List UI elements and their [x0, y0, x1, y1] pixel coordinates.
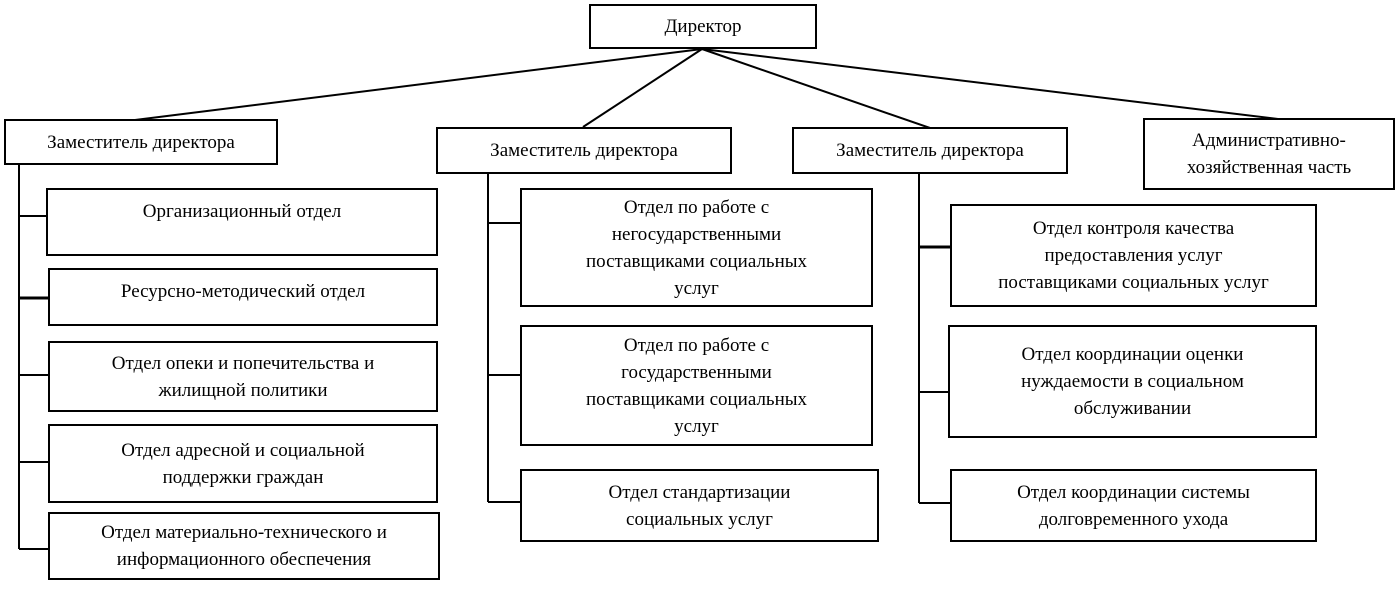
department-box: Отдел по работе с государственными поста… [520, 325, 873, 446]
admin-unit-label: Административно- хозяйственная часть [1186, 130, 1352, 178]
department-box: Отдел координации системы долговременног… [950, 469, 1317, 542]
director-label: Директор [664, 16, 742, 37]
department-label: Организационный отдел [142, 201, 342, 222]
department-label: Отдел материально-технического и информа… [101, 522, 387, 570]
connector-director-deputy-3 [701, 48, 931, 129]
department-label: Отдел адресной и социальной поддержки гр… [121, 439, 365, 488]
director-box: Директор [589, 4, 817, 49]
deputy-1-label: Заместитель директора [47, 131, 235, 153]
deputy-2-box: Заместитель директора [436, 127, 732, 174]
department-box: Организационный отдел [46, 188, 438, 256]
department-label: Отдел по работе с государственными поста… [585, 334, 808, 437]
department-box: Отдел опеки и попечительства и жилищной … [48, 341, 438, 412]
department-box: Отдел контроля качества предоставления у… [950, 204, 1317, 307]
deputy-3-box: Заместитель директора [792, 127, 1068, 174]
deputy-2-label: Заместитель директора [490, 140, 678, 161]
admin-unit-box: Административно- хозяйственная часть [1143, 118, 1395, 190]
department-label: Отдел стандартизации социальных услуг [608, 481, 791, 530]
department-label: Отдел координации системы долговременног… [1017, 481, 1250, 530]
department-label: Отдел контроля качества предоставления у… [998, 218, 1269, 293]
department-box: Отдел стандартизации социальных услуг [520, 469, 879, 542]
department-box: Отдел материально-технического и информа… [48, 512, 440, 580]
deputy-3-label: Заместитель директора [836, 140, 1024, 161]
department-label: Отдел координации оценки нуждаемости в с… [1021, 344, 1244, 419]
department-box: Отдел координации оценки нуждаемости в с… [948, 325, 1317, 438]
department-label: Отдел по работе с негосударственными пос… [585, 196, 808, 299]
deputy-1-box: Заместитель директора [4, 119, 278, 165]
connector-director-admin [701, 48, 1279, 120]
department-box: Отдел по работе с негосударственными пос… [520, 188, 873, 307]
department-box: Отдел адресной и социальной поддержки гр… [48, 424, 438, 503]
department-box: Ресурсно-методический отдел [48, 268, 438, 326]
connector-director-deputy-2 [582, 48, 703, 128]
department-label: Ресурсно-методический отдел [120, 281, 366, 302]
connector-director-deputy-1 [134, 48, 703, 121]
department-label: Отдел опеки и попечительства и жилищной … [111, 352, 375, 401]
